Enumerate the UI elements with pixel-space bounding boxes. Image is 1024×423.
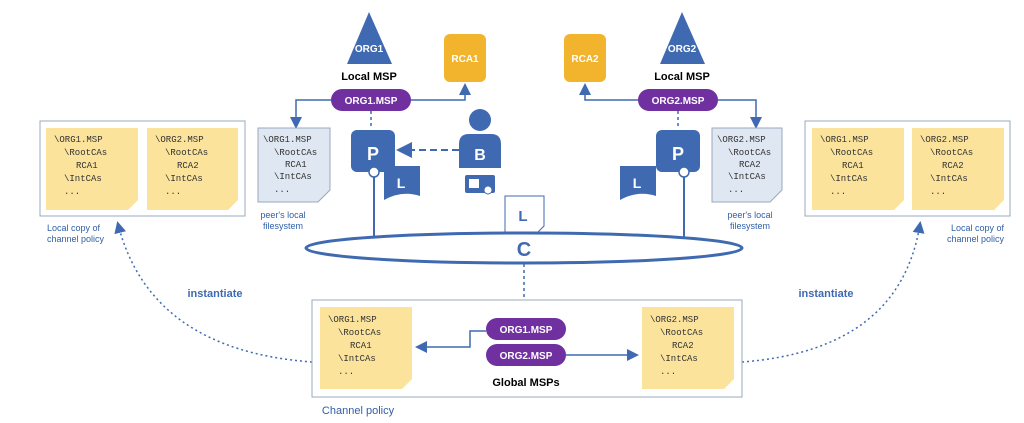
- svg-text:L: L: [633, 175, 642, 191]
- svg-text:RCA2: RCA2: [672, 341, 694, 351]
- svg-text:...: ...: [728, 185, 744, 195]
- peer-fs-label-2a: peer's local: [727, 210, 772, 220]
- local-msp-label-2: Local MSP: [654, 71, 710, 83]
- org1-msp-pill-local: ORG1.MSP: [331, 89, 411, 111]
- local-msp-label-1: Local MSP: [341, 71, 397, 83]
- org2-msp-pill-local: ORG2.MSP: [638, 89, 718, 111]
- svg-text:\ORG1.MSP: \ORG1.MSP: [820, 135, 869, 145]
- global-msps-label: Global MSPs: [492, 377, 559, 389]
- svg-text:\RootCAs: \RootCAs: [660, 328, 703, 338]
- svg-text:RCA1: RCA1: [285, 160, 307, 170]
- rca1-box: RCA1: [444, 34, 486, 82]
- svg-text:L: L: [518, 208, 527, 225]
- peer-filesystem-doc-1: \ORG1.MSP \RootCAs RCA1 \IntCAs ...: [257, 127, 331, 203]
- svg-text:\RootCAs: \RootCAs: [338, 328, 381, 338]
- svg-text:...: ...: [165, 187, 181, 197]
- org1-msp-pill-global: ORG1.MSP: [486, 318, 566, 340]
- svg-text:L: L: [397, 175, 406, 191]
- svg-text:\ORG2.MSP: \ORG2.MSP: [920, 135, 969, 145]
- svg-text:RCA2: RCA2: [177, 161, 199, 171]
- svg-text:\IntCAs: \IntCAs: [930, 174, 968, 184]
- svg-text:RCA2: RCA2: [739, 160, 761, 170]
- note-left-org2: \ORG2.MSP \RootCAs RCA2 \IntCAs ...: [147, 128, 238, 210]
- instantiate-label-left: instantiate: [187, 288, 242, 300]
- svg-text:ORG1.MSP: ORG1.MSP: [345, 96, 398, 107]
- svg-text:\IntCAs: \IntCAs: [274, 172, 312, 182]
- peer-fs-label-2b: filesystem: [730, 221, 770, 231]
- peer-2: P: [656, 130, 700, 178]
- svg-text:ORG2: ORG2: [668, 44, 697, 55]
- note-right-org1: \ORG1.MSP \RootCAs RCA1 \IntCAs ...: [812, 128, 904, 210]
- ledger-1: L: [384, 166, 420, 200]
- org2-triangle: ORG2: [660, 12, 705, 64]
- local-copy-label-right-a: Local copy of: [951, 223, 1005, 233]
- note-policy-org1: \ORG1.MSP \RootCAs RCA1 \IntCAs ...: [320, 307, 412, 389]
- peer-1: P: [351, 130, 395, 178]
- local-copy-label-right-b: channel policy: [947, 234, 1005, 244]
- svg-text:ORG2.MSP: ORG2.MSP: [500, 351, 553, 362]
- svg-text:\IntCAs: \IntCAs: [338, 354, 376, 364]
- svg-text:\ORG1.MSP: \ORG1.MSP: [54, 135, 103, 145]
- svg-text:\ORG1.MSP: \ORG1.MSP: [328, 315, 377, 325]
- svg-text:...: ...: [660, 367, 676, 377]
- svg-text:\RootCAs: \RootCAs: [165, 148, 208, 158]
- peer-fs-label-1b: filesystem: [263, 221, 303, 231]
- svg-text:P: P: [672, 144, 684, 164]
- channel-policy-label: Channel policy: [322, 405, 395, 417]
- svg-text:RCA1: RCA1: [451, 54, 479, 65]
- svg-text:\ORG2.MSP: \ORG2.MSP: [650, 315, 699, 325]
- channel-ledger-doc: L: [504, 195, 545, 233]
- svg-text:\RootCAs: \RootCAs: [274, 148, 317, 158]
- rca2-box: RCA2: [564, 34, 606, 82]
- svg-text:\RootCAs: \RootCAs: [728, 148, 771, 158]
- local-copy-label-left-b: channel policy: [47, 234, 105, 244]
- org1-triangle: ORG1: [347, 12, 392, 64]
- svg-text:RCA2: RCA2: [571, 54, 599, 65]
- svg-text:C: C: [517, 239, 531, 261]
- svg-text:...: ...: [338, 367, 354, 377]
- note-right-org2: \ORG2.MSP \RootCAs RCA2 \IntCAs ...: [912, 128, 1004, 210]
- svg-text:\RootCAs: \RootCAs: [830, 148, 873, 158]
- svg-text:B: B: [474, 147, 486, 164]
- svg-text:P: P: [367, 144, 379, 164]
- svg-text:RCA1: RCA1: [76, 161, 98, 171]
- svg-text:...: ...: [830, 187, 846, 197]
- svg-text:\RootCAs: \RootCAs: [64, 148, 107, 158]
- svg-text:...: ...: [64, 187, 80, 197]
- svg-text:RCA1: RCA1: [842, 161, 864, 171]
- svg-text:\ORG2.MSP: \ORG2.MSP: [717, 135, 766, 145]
- note-left-org1: \ORG1.MSP \RootCAs RCA1 \IntCAs ...: [46, 128, 138, 210]
- svg-text:ORG1.MSP: ORG1.MSP: [500, 325, 553, 336]
- svg-text:...: ...: [930, 187, 946, 197]
- svg-text:\IntCAs: \IntCAs: [64, 174, 102, 184]
- svg-text:\ORG2.MSP: \ORG2.MSP: [155, 135, 204, 145]
- peer-fs-label-1a: peer's local: [260, 210, 305, 220]
- svg-text:\IntCAs: \IntCAs: [830, 174, 868, 184]
- channel-c: C: [304, 231, 744, 265]
- svg-text:...: ...: [274, 185, 290, 195]
- svg-text:\IntCAs: \IntCAs: [165, 174, 203, 184]
- svg-text:ORG1: ORG1: [355, 44, 384, 55]
- svg-text:\IntCAs: \IntCAs: [660, 354, 698, 364]
- ledger-2: L: [620, 166, 656, 200]
- client-b: B: [459, 109, 501, 195]
- svg-text:\ORG1.MSP: \ORG1.MSP: [263, 135, 312, 145]
- svg-text:RCA2: RCA2: [942, 161, 964, 171]
- svg-text:RCA1: RCA1: [350, 341, 372, 351]
- svg-text:ORG2.MSP: ORG2.MSP: [652, 96, 705, 107]
- local-copy-label-left-a: Local copy of: [47, 223, 101, 233]
- peer-filesystem-doc-2: \ORG2.MSP \RootCAs RCA2 \IntCAs ...: [711, 127, 783, 203]
- svg-text:\IntCAs: \IntCAs: [728, 172, 766, 182]
- org2-msp-pill-global: ORG2.MSP: [486, 344, 566, 366]
- note-policy-org2: \ORG2.MSP \RootCAs RCA2 \IntCAs ...: [642, 307, 734, 389]
- svg-text:\RootCAs: \RootCAs: [930, 148, 973, 158]
- instantiate-label-right: instantiate: [798, 288, 853, 300]
